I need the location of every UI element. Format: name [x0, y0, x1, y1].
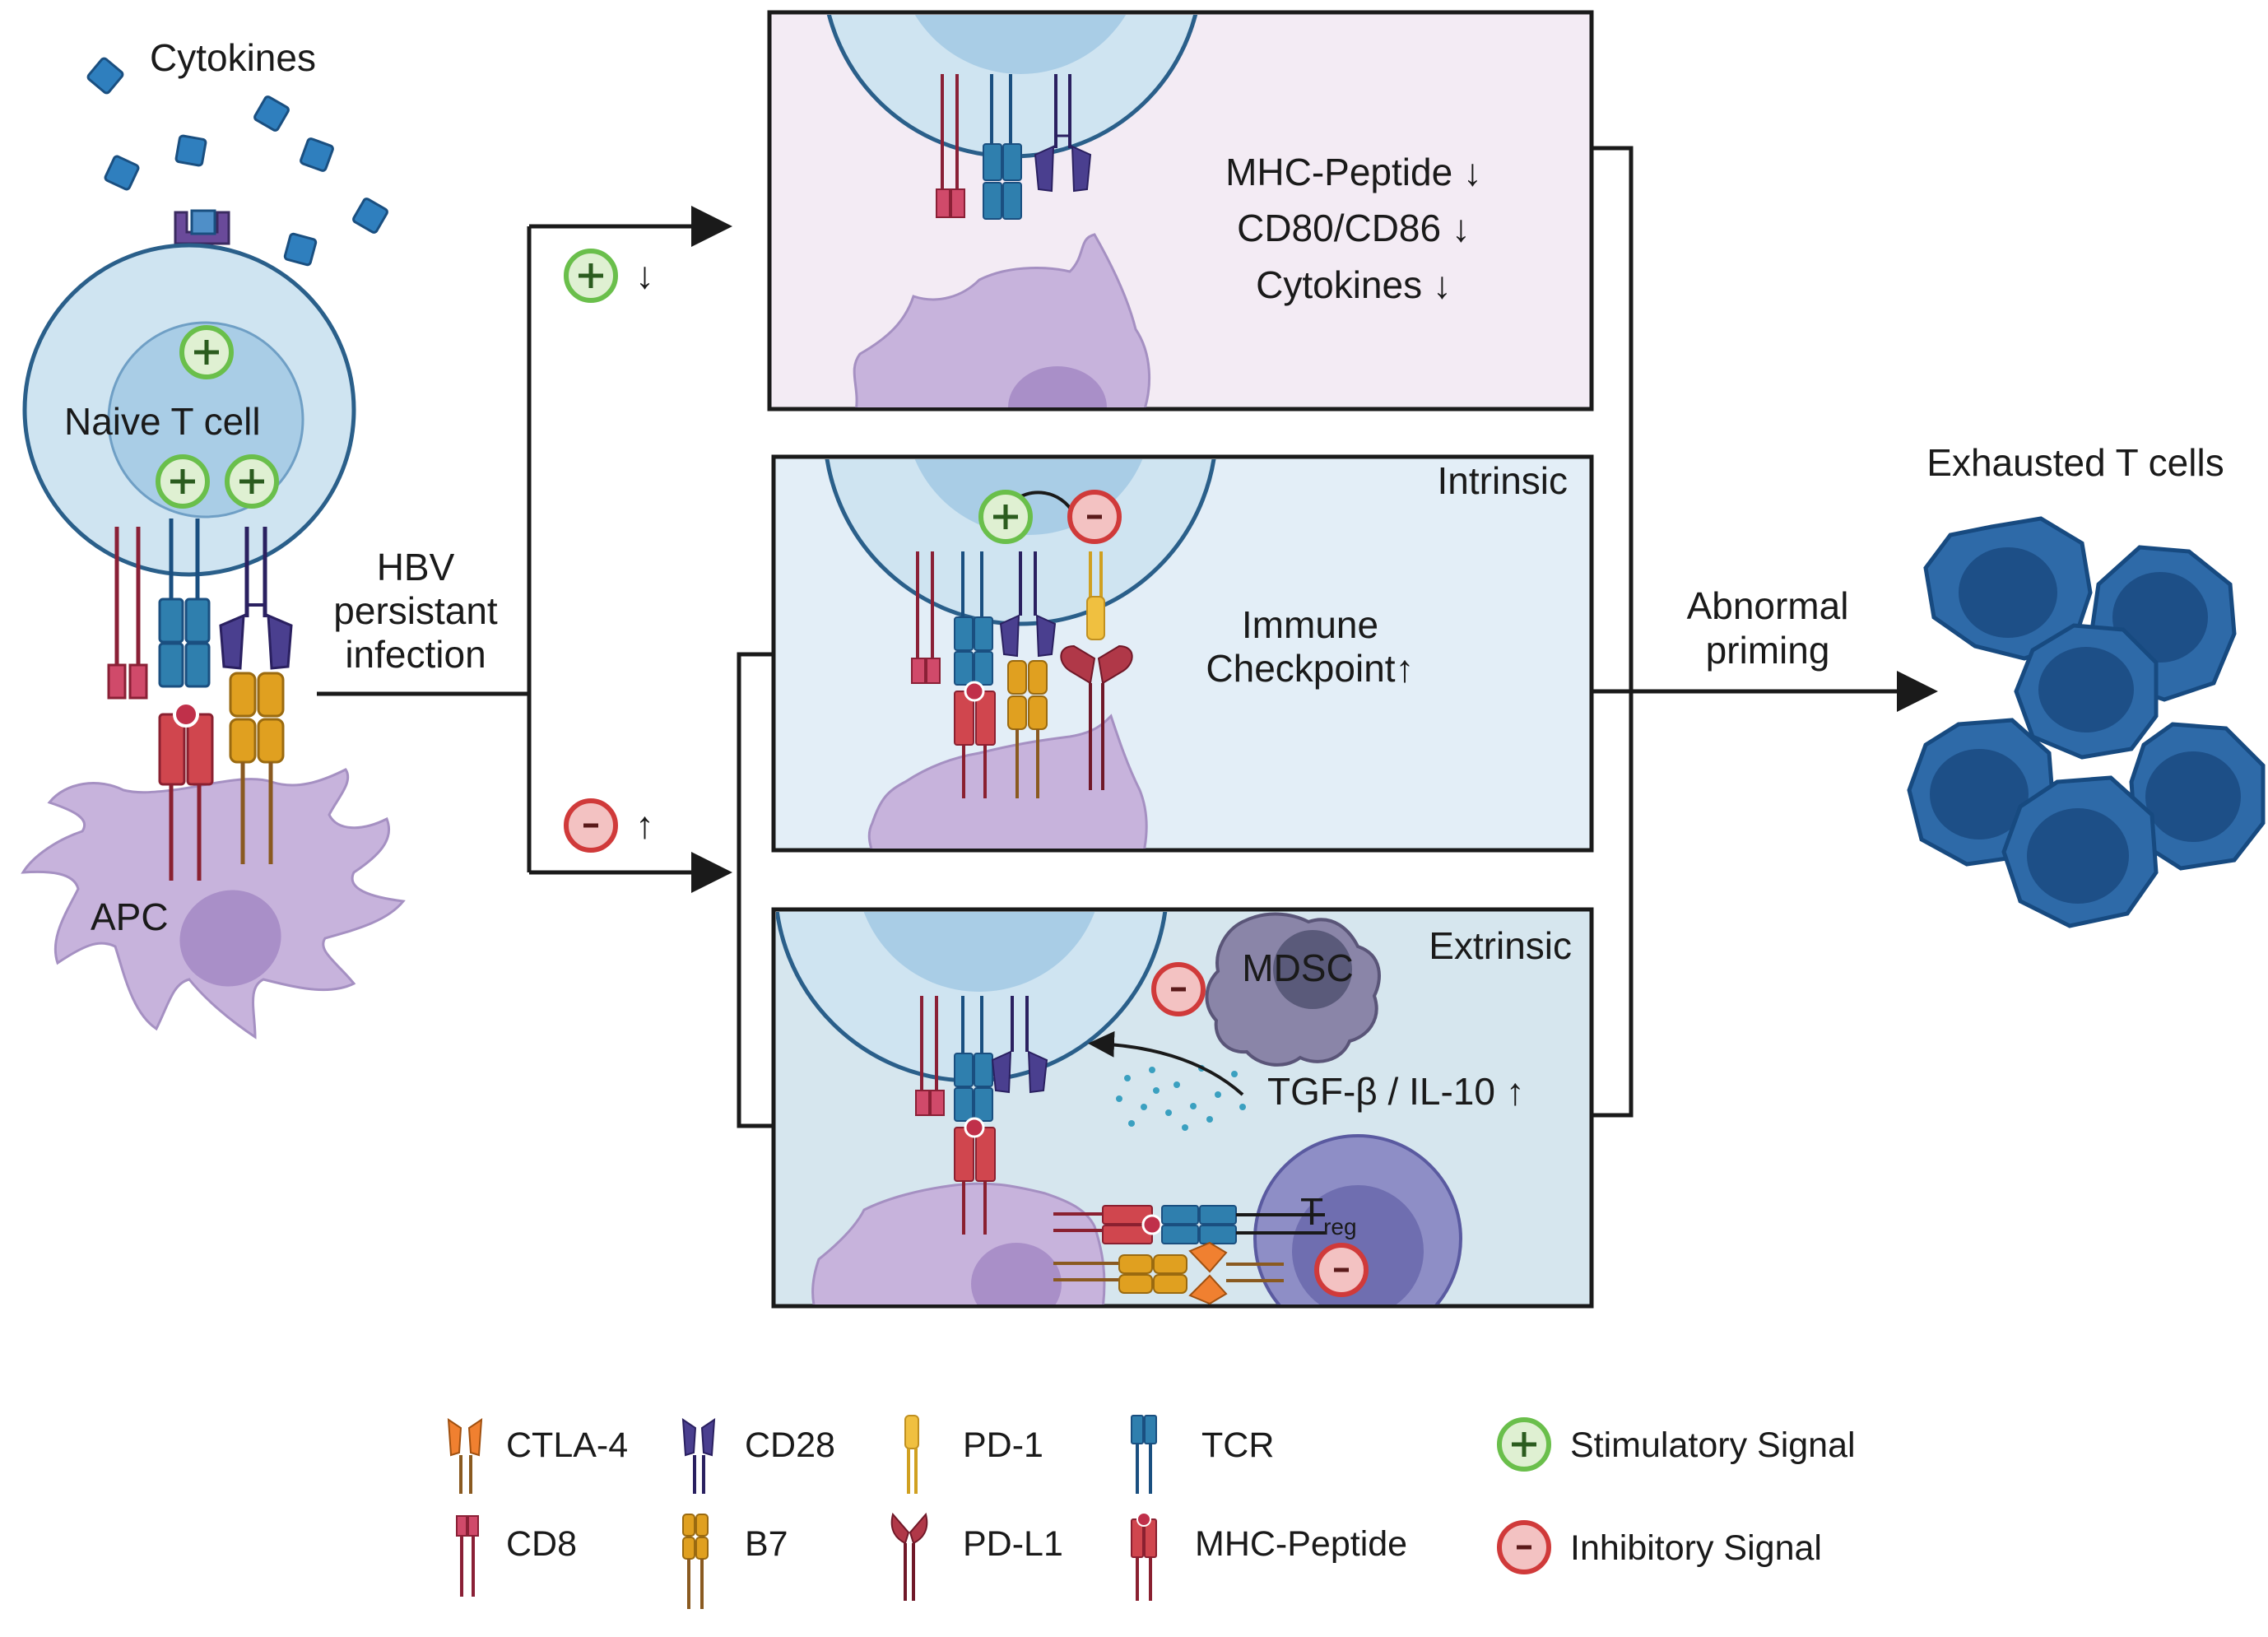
legend-pd1-label: PD-1 [963, 1425, 1043, 1465]
cd8-receptor [107, 527, 148, 700]
legend-inhib-icon [1499, 1523, 1549, 1572]
legend-cd8-label: CD8 [506, 1524, 577, 1564]
cytokine-particles [85, 55, 390, 267]
inhib-up-arrow: ↑ [635, 803, 654, 846]
treg-subscript: reg [1323, 1214, 1356, 1239]
legend: CTLA-4 CD28 PD-1 TCR Stimulatory Signal [447, 1415, 1856, 1609]
panel-top-line3: Cytokines ↓ [1256, 263, 1452, 306]
cytokines-label: Cytokines [150, 36, 316, 79]
inhibitory-signal-icon [1317, 1245, 1366, 1295]
mhc-peptide [158, 701, 214, 881]
tcr-receptor [158, 519, 211, 688]
panel-intrinsic-art [825, 459, 1216, 849]
legend-mhc-label: MHC-Peptide [1195, 1524, 1407, 1564]
abnormal-priming-line2: priming [1706, 629, 1830, 672]
legend-stim-icon [1499, 1420, 1549, 1469]
exhausted-t-cells [1907, 516, 2266, 928]
legend-tcr-label: TCR [1201, 1425, 1274, 1465]
panel-intrinsic-line2: Checkpoint↑ [1206, 647, 1414, 690]
legend-cd8-icon [456, 1515, 479, 1597]
stimulatory-signal-icon [227, 457, 277, 506]
panel-top-line1: MHC-Peptide ↓ [1225, 151, 1482, 193]
exhausted-label: Exhausted T cells [1926, 441, 2224, 484]
panel-intrinsic-title: Intrinsic [1438, 459, 1568, 502]
stimulatory-signal-icon [981, 492, 1030, 542]
naive-t-cell-label: Naive T cell [64, 400, 261, 443]
treg-label: Treg [1300, 1190, 1357, 1239]
legend-b7-label: B7 [745, 1524, 788, 1564]
legend-b7-icon [682, 1514, 709, 1609]
legend-pdl1-icon [890, 1512, 928, 1601]
legend-inhib-label: Inhibitory Signal [1570, 1528, 1822, 1568]
abnormal-priming-line1: Abnormal [1687, 584, 1849, 627]
legend-ctla4-icon [447, 1418, 483, 1494]
apc-nucleus [179, 890, 281, 987]
apc-label: APC [91, 895, 169, 938]
legend-stim-label: Stimulatory Signal [1570, 1425, 1856, 1465]
panel-top-line2: CD80/CD86 ↓ [1237, 207, 1471, 249]
panel-intrinsic-line1: Immune [1242, 603, 1378, 646]
legend-ctla4-label: CTLA-4 [506, 1425, 628, 1465]
legend-cd28-icon [681, 1418, 716, 1494]
panel-top-art [826, 15, 1198, 407]
hbv-label-line2: persistant [333, 589, 498, 632]
b7-ligand [229, 672, 285, 864]
legend-cd28-label: CD28 [745, 1425, 835, 1465]
hbv-label-line3: infection [345, 633, 486, 676]
panel-extrinsic-art [776, 912, 1462, 1304]
stimulatory-signal-icon [158, 457, 207, 506]
inhibitory-signal-icon [566, 801, 616, 850]
stimulatory-signal-icon [182, 328, 231, 377]
inhibitory-signal-icon [1154, 965, 1203, 1014]
treg-t: T [1300, 1190, 1323, 1233]
legend-tcr-icon [1131, 1415, 1157, 1494]
inhibitory-signal-icon [1070, 492, 1119, 542]
panel-bracket [737, 146, 1938, 1128]
legend-pd1-icon [904, 1415, 919, 1494]
mdsc-label: MDSC [1242, 946, 1353, 989]
branch-connector [317, 206, 732, 893]
panel-extrinsic-title: Extrinsic [1429, 924, 1572, 967]
hbv-label-line1: HBV [377, 546, 455, 588]
cd28-receptor [219, 527, 293, 670]
tgf-label: TGF-β / IL-10 ↑ [1267, 1070, 1525, 1113]
stimulatory-signal-icon [566, 251, 616, 300]
legend-mhc-icon [1131, 1512, 1157, 1601]
legend-pdl1-label: PD-L1 [963, 1524, 1063, 1564]
stim-down-arrow: ↓ [635, 253, 654, 296]
